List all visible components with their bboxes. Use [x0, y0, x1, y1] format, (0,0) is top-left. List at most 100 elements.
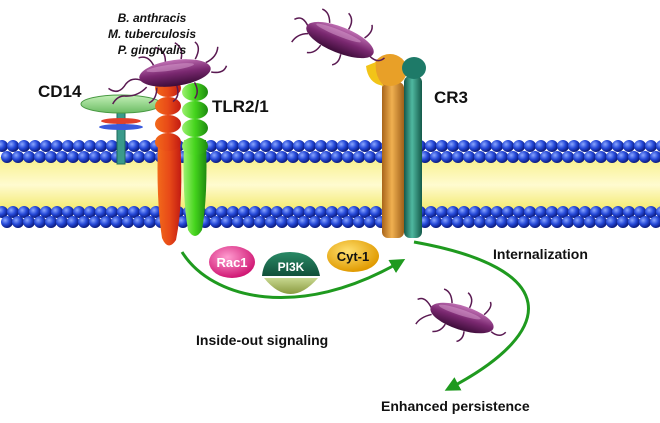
lipid-head — [84, 206, 96, 218]
lipid-head — [617, 151, 629, 163]
lipid-head — [584, 216, 596, 228]
lipid-head — [425, 206, 437, 218]
lipid-head — [177, 216, 189, 228]
lipid-head — [568, 140, 580, 152]
tlr1-body — [183, 140, 207, 236]
lipid-head — [546, 140, 558, 152]
lipid-head — [276, 151, 288, 163]
bacterium-flagella — [108, 41, 228, 105]
cr3-orange-head — [373, 54, 407, 86]
lipid-head — [617, 216, 629, 228]
lipid-head — [287, 151, 299, 163]
lipid-head — [364, 216, 376, 228]
lipid-head — [62, 206, 74, 218]
lipid-head — [227, 206, 239, 218]
lipid-head — [436, 206, 448, 218]
cr3-teal-head — [402, 57, 426, 79]
cr3-orange-chain — [382, 82, 404, 238]
lipid-head — [106, 206, 118, 218]
lipid-head — [304, 140, 316, 152]
lipid-head — [650, 151, 660, 163]
lipid-head — [67, 151, 79, 163]
lipid-head — [298, 216, 310, 228]
lipid-head — [628, 151, 640, 163]
lipid-head — [216, 140, 228, 152]
lipid-head — [84, 140, 96, 152]
lipid-head — [227, 140, 239, 152]
lipid-head — [502, 206, 514, 218]
rac1-molecule: Rac1 — [209, 246, 255, 278]
lipid-head — [111, 216, 123, 228]
lipid-head — [579, 140, 591, 152]
lipid-head — [463, 216, 475, 228]
lipid-head — [430, 216, 442, 228]
lipid-head — [287, 216, 299, 228]
lipid-head — [254, 216, 266, 228]
lipid-head — [0, 206, 8, 218]
lipid-head — [469, 140, 481, 152]
lipid-head — [623, 206, 635, 218]
membrane-upper-heads — [0, 140, 660, 163]
lipid-head — [320, 151, 332, 163]
lipid-head — [89, 216, 101, 228]
lipid-head — [469, 206, 481, 218]
lipid-head — [546, 206, 558, 218]
pi3k-molecule: PI3K — [262, 252, 320, 294]
lipid-head — [557, 140, 569, 152]
lipid-head — [221, 216, 233, 228]
lipid-head — [95, 140, 107, 152]
lipid-head — [304, 206, 316, 218]
lipid-head — [595, 151, 607, 163]
rac1-shape — [209, 246, 255, 278]
lipid-head — [100, 216, 112, 228]
inside-out-signaling-arrow — [180, 251, 406, 299]
lipid-head — [425, 140, 437, 152]
lipid-head — [18, 140, 30, 152]
lipid-head — [18, 206, 30, 218]
lipid-head — [62, 140, 74, 152]
lipid-head — [243, 151, 255, 163]
lipid-head — [359, 140, 371, 152]
lipid-head — [7, 140, 19, 152]
lipid-head — [309, 216, 321, 228]
lipid-head — [210, 216, 222, 228]
tlr2-chain — [155, 79, 182, 246]
internalization-arrow — [413, 240, 530, 391]
lipid-head — [491, 206, 503, 218]
lipid-head — [139, 140, 151, 152]
lipid-head — [518, 151, 530, 163]
lipid-head — [331, 151, 343, 163]
lipid-head — [353, 216, 365, 228]
lipid-head — [507, 216, 519, 228]
lipid-head — [359, 206, 371, 218]
lipid-head — [205, 206, 217, 218]
lipid-head — [529, 216, 541, 228]
lipid-head — [557, 206, 569, 218]
lipid-head — [29, 140, 41, 152]
tlr1-chain — [182, 83, 208, 236]
lipid-head — [584, 151, 596, 163]
lipid-head — [524, 140, 536, 152]
lipid-head — [320, 216, 332, 228]
pi3k-lower-half — [264, 278, 318, 294]
lipid-head — [293, 140, 305, 152]
lipid-head — [133, 216, 145, 228]
lipid-head — [276, 216, 288, 228]
tlr2-bead-4 — [155, 133, 181, 151]
lipid-head — [100, 151, 112, 163]
tlr2-bead-2 — [155, 97, 181, 115]
lipid-head — [238, 140, 250, 152]
lipid-head — [210, 151, 222, 163]
lipid-head — [513, 206, 525, 218]
lipid-head — [628, 216, 640, 228]
lipid-head — [474, 151, 486, 163]
lipid-head — [573, 151, 585, 163]
lipid-head — [40, 140, 52, 152]
lipid-head — [309, 151, 321, 163]
cr3-yellow-cup — [366, 62, 384, 86]
lipid-head — [463, 151, 475, 163]
cd14-label: CD14 — [38, 82, 82, 101]
lipid-head — [73, 140, 85, 152]
lipid-head — [645, 206, 657, 218]
lipid-head — [639, 216, 651, 228]
